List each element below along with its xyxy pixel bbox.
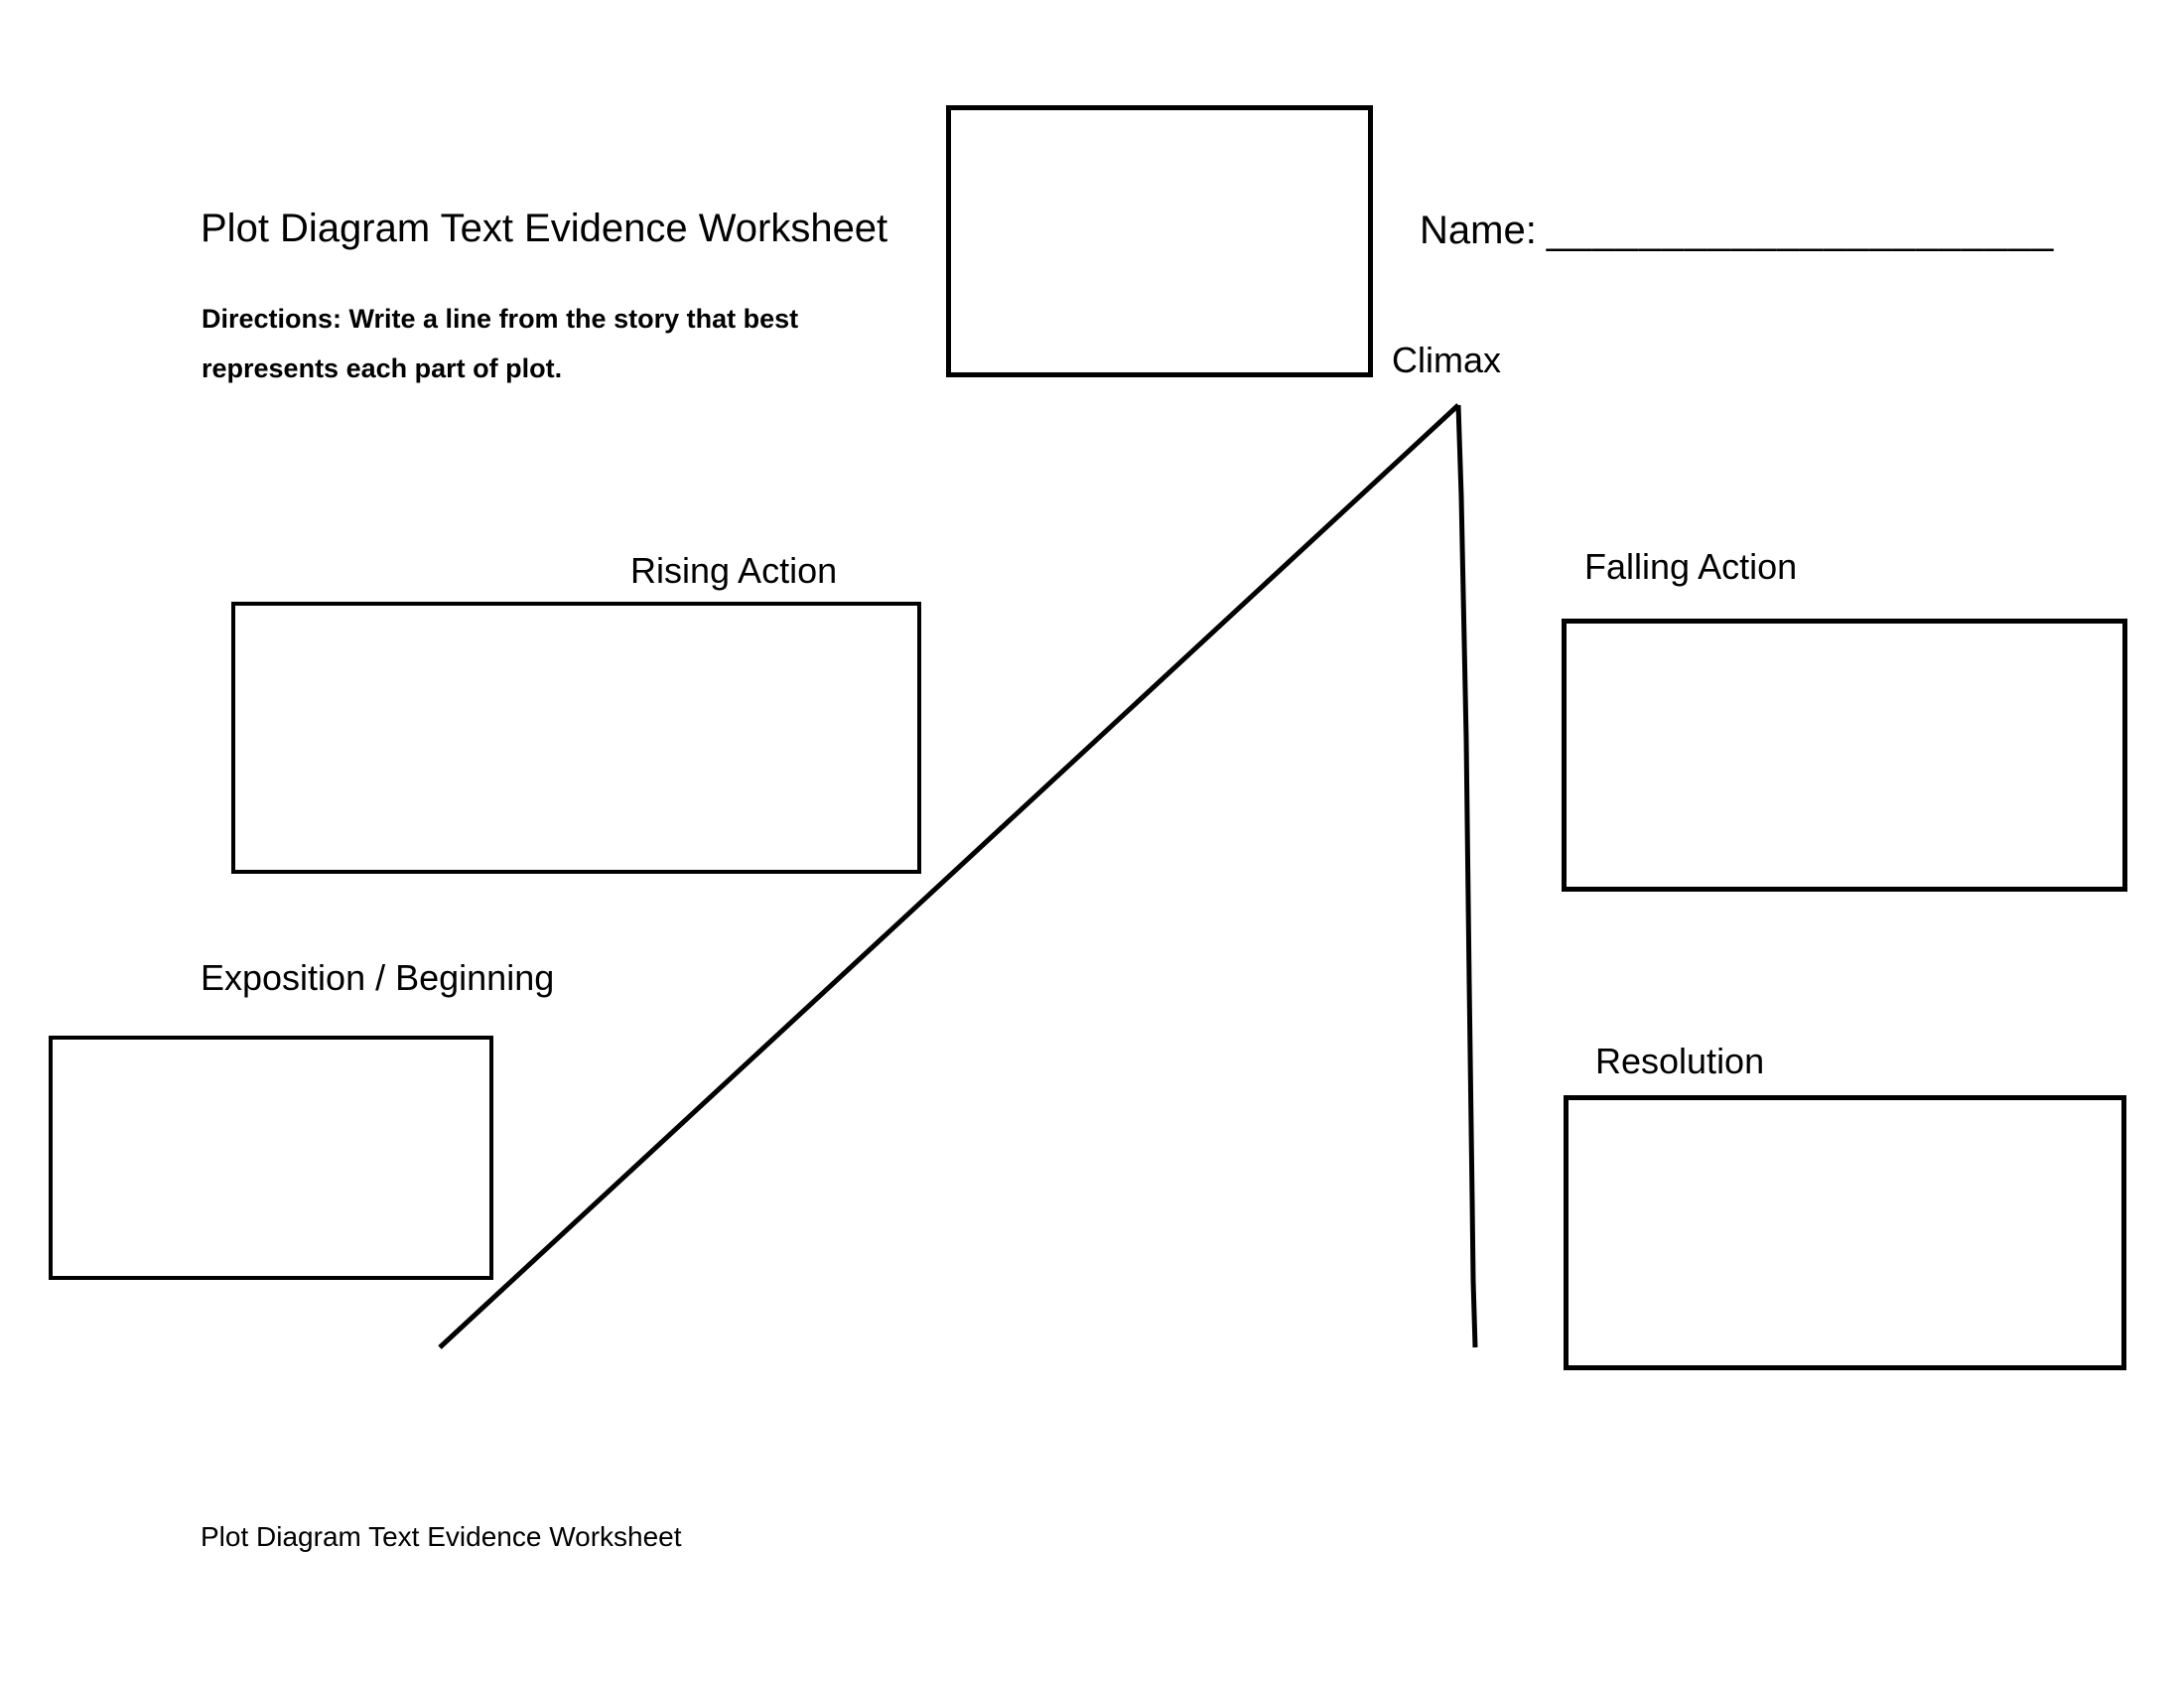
- name-row: Name:______________________: [1420, 209, 2054, 253]
- climax-label: Climax: [1392, 340, 1502, 380]
- rising-action-line: [438, 403, 1460, 1349]
- exposition-label: Exposition / Beginning: [201, 957, 555, 998]
- footer-text: Plot Diagram Text Evidence Worksheet: [201, 1521, 682, 1552]
- name-blank-field[interactable]: ______________________: [1546, 209, 2055, 252]
- falling-action-label: Falling Action: [1584, 546, 1798, 587]
- rising-action-label: Rising Action: [630, 550, 838, 591]
- directions-line-2: represents each part of plot.: [202, 353, 563, 383]
- rising-action-answer-box[interactable]: [231, 602, 921, 874]
- falling-action-answer-box[interactable]: [1562, 619, 2127, 892]
- exposition-answer-box[interactable]: [49, 1036, 493, 1280]
- climax-answer-box[interactable]: [946, 105, 1373, 377]
- directions-text: Directions: Write a line from the story …: [202, 294, 798, 393]
- name-label: Name:: [1420, 209, 1537, 252]
- falling-action-line: [1455, 404, 1478, 1348]
- resolution-answer-box[interactable]: [1564, 1095, 2126, 1370]
- directions-line-1: Directions: Write a line from the story …: [202, 304, 799, 334]
- resolution-label: Resolution: [1595, 1041, 1765, 1081]
- page-title: Plot Diagram Text Evidence Worksheet: [201, 207, 888, 250]
